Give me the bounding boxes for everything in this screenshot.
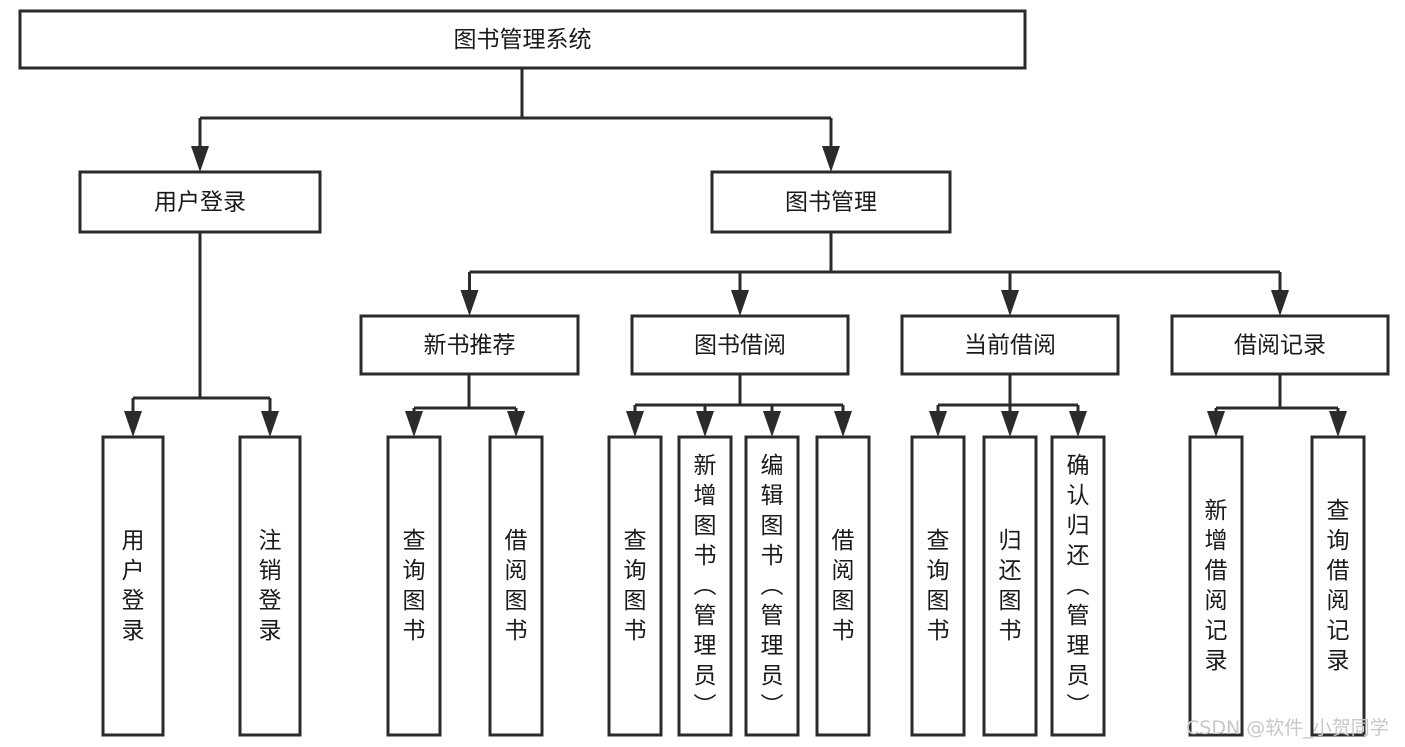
arrow-to-level2-1 [731,290,749,316]
arrow-to-leaf-2-0 [929,411,947,437]
node-level1-box-1[interactable] [710,170,952,234]
node-level1-label-0: 用户登录 [154,190,246,216]
node-leaf-box-11[interactable] [1188,435,1244,737]
arrow-to-user-leaf-0 [124,411,142,437]
arrow-to-user-leaf-1 [261,411,279,437]
node-leaf-box-3[interactable] [488,435,544,737]
node-level1-box-0[interactable] [78,170,322,234]
node-level2-label-0: 新书推荐 [424,333,516,359]
box-layer [18,9,1390,737]
arrow-to-leaf-2-2 [1069,411,1087,437]
arrow-to-leaf-1-0 [626,411,644,437]
node-root-label: 图书管理系统 [454,27,592,53]
node-leaf-box-7[interactable] [815,435,871,737]
node-leaf-box-4[interactable] [607,435,663,737]
connector-layer [124,68,1347,437]
arrow-to-leaf-3-1 [1329,411,1347,437]
arrow-to-level2-0 [460,290,479,316]
arrow-to-level2-3 [1271,290,1289,316]
node-leaf-box-2[interactable] [386,435,442,737]
node-leaf-box-8[interactable] [910,435,966,737]
node-leaf-box-9[interactable] [982,435,1038,737]
node-level2-label-3: 借阅记录 [1234,333,1326,359]
arrow-to-leaf-1-3 [834,411,852,437]
node-level2-label-1: 图书借阅 [694,333,786,359]
arrow-to-leaf-2-1 [1001,411,1019,437]
arrow-to-level1-0 [191,146,209,172]
arrow-to-level2-2 [1001,290,1019,316]
node-leaf-box-6[interactable] [744,435,800,737]
node-leaf-box-0[interactable] [101,435,165,737]
node-leaf-box-5[interactable] [677,435,733,737]
node-leaf-box-10[interactable] [1050,435,1106,737]
arrow-to-leaf-0-1 [507,411,525,437]
arrow-to-leaf-1-2 [763,411,781,437]
arrow-to-level1-1 [822,146,840,172]
arrow-to-leaf-3-0 [1207,411,1225,437]
node-leaf-box-1[interactable] [238,435,302,737]
arrow-to-leaf-1-1 [696,411,714,437]
node-level2-box-3[interactable] [1170,314,1390,376]
arrow-to-leaf-0-0 [405,411,423,437]
node-level2-box-0[interactable] [359,314,580,376]
node-level2-box-2[interactable] [900,314,1120,376]
node-level2-label-2: 当前借阅 [964,333,1056,359]
node-root-box[interactable] [18,9,1027,70]
node-level1-label-1: 图书管理 [785,190,877,216]
csdn-watermark: CSDN @软件_小贺同学 [1186,717,1389,739]
node-leaf-box-12[interactable] [1310,435,1366,737]
node-level2-box-1[interactable] [630,314,850,376]
